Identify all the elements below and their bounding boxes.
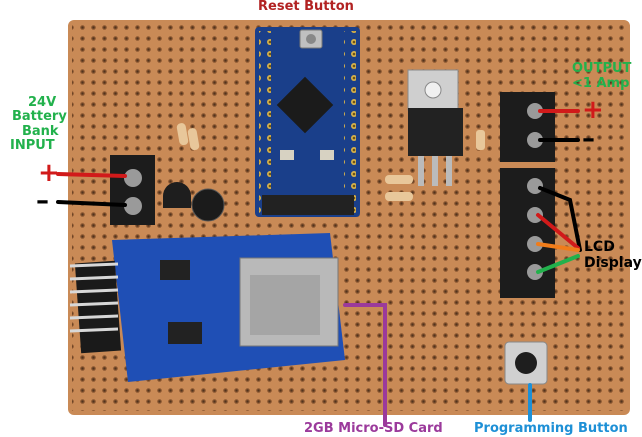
transistor (163, 182, 191, 208)
voltage-regulator (407, 69, 463, 186)
programming-push-button (504, 341, 548, 385)
input-label-line3: Bank (22, 124, 59, 139)
reset-button-label: Reset Button (258, 0, 354, 14)
input-label-line2: Battery (12, 109, 67, 124)
output-label-line1: OUTPUT (572, 61, 632, 76)
lcd-label-line1: LCD (584, 239, 615, 255)
annotation-lines (56, 109, 582, 427)
sd-card-label: 2GB Micro-SD Card (304, 421, 443, 436)
resistors (176, 123, 485, 201)
output-minus-sign: – (582, 124, 595, 154)
input-label-line4: INPUT (10, 138, 55, 153)
sd-card-module (69, 233, 345, 382)
output-plus-sign: + (582, 95, 604, 125)
arduino-board (255, 27, 360, 217)
input-minus-sign: – (36, 186, 49, 216)
input-screw-terminal (110, 155, 155, 225)
input-plus-sign: + (38, 158, 60, 188)
lcd-screw-terminal (500, 168, 555, 298)
lcd-label-line2: Display (584, 255, 642, 271)
input-label-line1: 24V (28, 95, 57, 110)
electrolytic-capacitor (191, 188, 225, 222)
output-label-line2: <1 Amp (572, 76, 630, 91)
output-screw-terminal (500, 92, 555, 162)
programming-button-label: Programming Button (474, 421, 628, 436)
